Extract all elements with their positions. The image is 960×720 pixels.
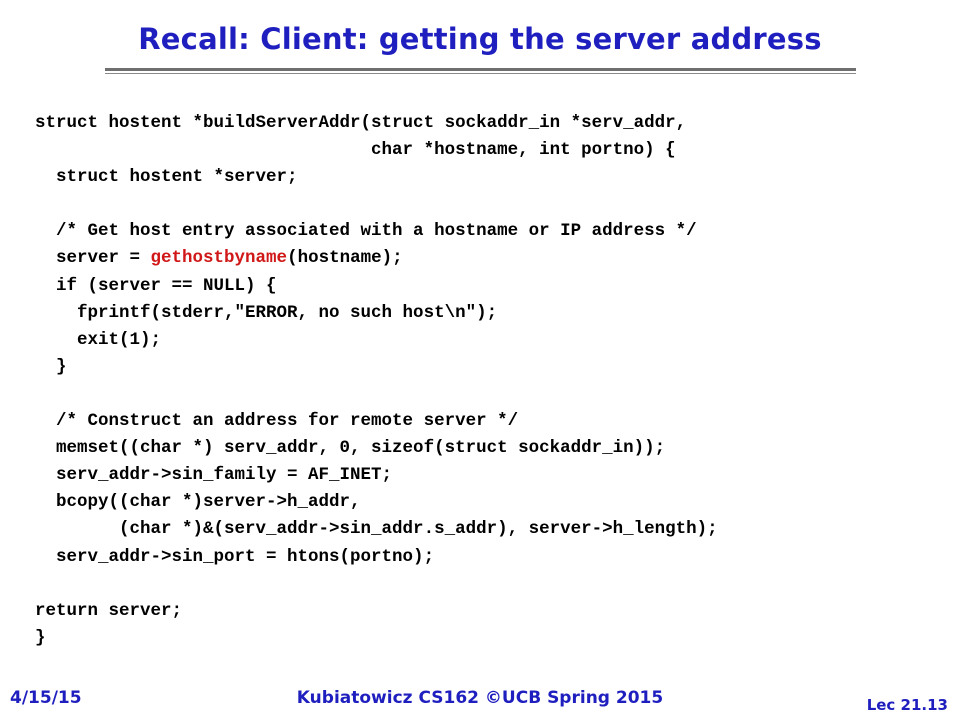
title-rule-thin [105, 73, 856, 74]
code-text: /* Get host entry associated with a host… [35, 221, 697, 242]
code-text: fprintf(stderr,"ERROR, no such host\n"); [35, 302, 498, 323]
title-rule-thick [105, 68, 856, 71]
code-text: /* Construct an address for remote serve… [35, 411, 519, 432]
code-line: return server; [35, 598, 718, 625]
code-block: struct hostent *buildServerAddr(struct s… [35, 110, 718, 652]
code-text: memset((char *) serv_addr, 0, sizeof(str… [35, 438, 666, 459]
footer-lecture-number: Lec 21.13 [866, 696, 948, 714]
code-line: server = gethostbyname(hostname); [35, 245, 718, 272]
code-line: if (server == NULL) { [35, 273, 718, 300]
code-line: fprintf(stderr,"ERROR, no such host\n"); [35, 300, 718, 327]
code-line [35, 571, 718, 598]
code-text: (char *)&(serv_addr->sin_addr.s_addr), s… [35, 519, 718, 540]
code-text: bcopy((char *)server->h_addr, [35, 492, 361, 513]
code-line: serv_addr->sin_family = AF_INET; [35, 462, 718, 489]
code-text: } [35, 356, 67, 377]
code-line: struct hostent *buildServerAddr(struct s… [35, 110, 718, 137]
code-text: struct hostent *server; [35, 167, 298, 188]
code-text: } [35, 627, 46, 648]
code-line: serv_addr->sin_port = htons(portno); [35, 544, 718, 571]
code-text: struct hostent *buildServerAddr(struct s… [35, 113, 687, 133]
code-line: bcopy((char *)server->h_addr, [35, 489, 718, 516]
code-text: (hostname); [287, 248, 403, 269]
code-line: } [35, 625, 718, 652]
footer-course: Kubiatowicz CS162 ©UCB Spring 2015 [296, 688, 664, 708]
slide-title: Recall: Client: getting the server addre… [138, 22, 822, 56]
code-line: /* Construct an address for remote serve… [35, 408, 718, 435]
code-line: } [35, 354, 718, 381]
code-line: struct hostent *server; [35, 164, 718, 191]
code-text: return server; [35, 600, 183, 621]
code-text: if (server == NULL) { [35, 275, 277, 296]
code-line: exit(1); [35, 327, 718, 354]
code-text: server = [35, 248, 151, 269]
code-line [35, 381, 718, 408]
code-text: serv_addr->sin_port = htons(portno); [35, 546, 435, 567]
code-line: memset((char *) serv_addr, 0, sizeof(str… [35, 435, 718, 462]
footer-date: 4/15/15 [10, 688, 82, 708]
code-line: char *hostname, int portno) { [35, 137, 718, 164]
code-line [35, 191, 718, 218]
code-text: exit(1); [35, 329, 162, 350]
code-text: char *hostname, int portno) { [35, 140, 676, 161]
code-line: /* Get host entry associated with a host… [35, 218, 718, 245]
highlighted-function-name: gethostbyname [150, 248, 288, 269]
code-text: serv_addr->sin_family = AF_INET; [35, 465, 393, 486]
code-line: (char *)&(serv_addr->sin_addr.s_addr), s… [35, 516, 718, 543]
